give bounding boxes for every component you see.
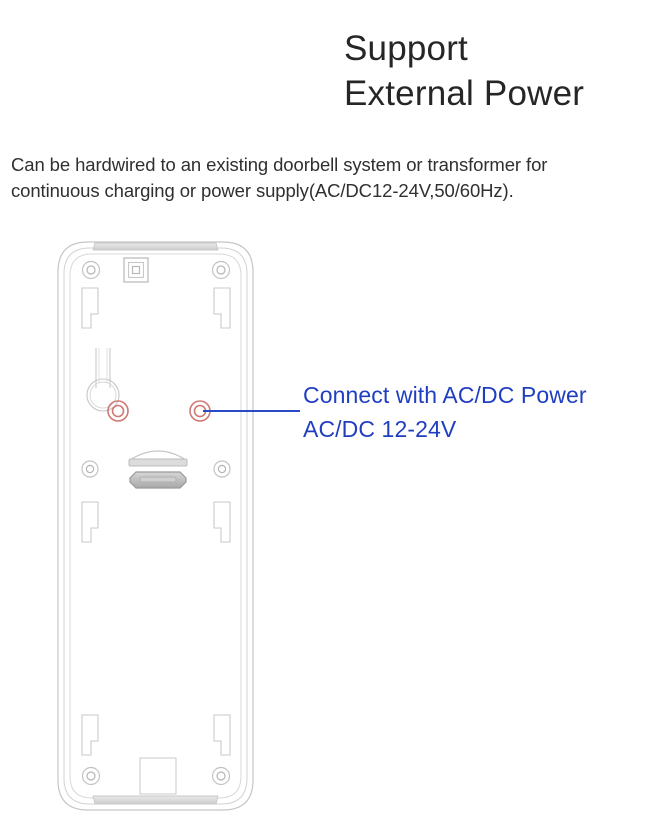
page-title: Support External Power (344, 26, 664, 116)
screw-hole-mid-right (213, 460, 231, 478)
clip-slot-upper-right (213, 287, 231, 329)
bracket-drawing (57, 241, 254, 811)
description-paragraph: Can be hardwired to an existing doorbell… (11, 152, 663, 204)
inner-panel (69, 253, 242, 799)
device-illustration (0, 228, 330, 828)
screw-hole-mid-left (81, 460, 99, 478)
clip-slot-mid-right (213, 501, 231, 543)
reset-square-icon (123, 257, 149, 283)
screw-hole-bottom-right (211, 766, 231, 786)
callout-line-1: Connect with AC/DC Power (303, 382, 587, 408)
screw-hole-top-left (81, 260, 101, 280)
ac-dc-terminal-right (189, 400, 211, 422)
description-line-1: Can be hardwired to an existing doorbell… (11, 154, 548, 175)
keyhole-slot (86, 348, 120, 412)
top-rail (92, 242, 219, 251)
callout-text: Connect with AC/DC Power AC/DC 12-24V (303, 378, 663, 446)
description-line-2: continuous charging or power supply(AC/D… (11, 180, 514, 201)
page-title-line-1: Support (344, 29, 468, 68)
screw-hole-bottom-left (81, 766, 101, 786)
screw-hole-top-right (211, 260, 231, 280)
clip-slot-lower-right (213, 714, 231, 756)
callout-line-2: AC/DC 12-24V (303, 416, 457, 442)
bottom-square-cutout (139, 757, 177, 795)
bottom-rail (92, 795, 219, 805)
clip-slot-lower-left (81, 714, 99, 756)
outer-shell (57, 241, 254, 811)
clip-slot-mid-left (81, 501, 99, 543)
page-title-line-2: External Power (344, 74, 585, 113)
micro-usb-port (128, 450, 188, 489)
ac-dc-terminal-left (107, 400, 129, 422)
outer-shell-inner-edge (63, 247, 248, 805)
clip-slot-upper-left (81, 287, 99, 329)
